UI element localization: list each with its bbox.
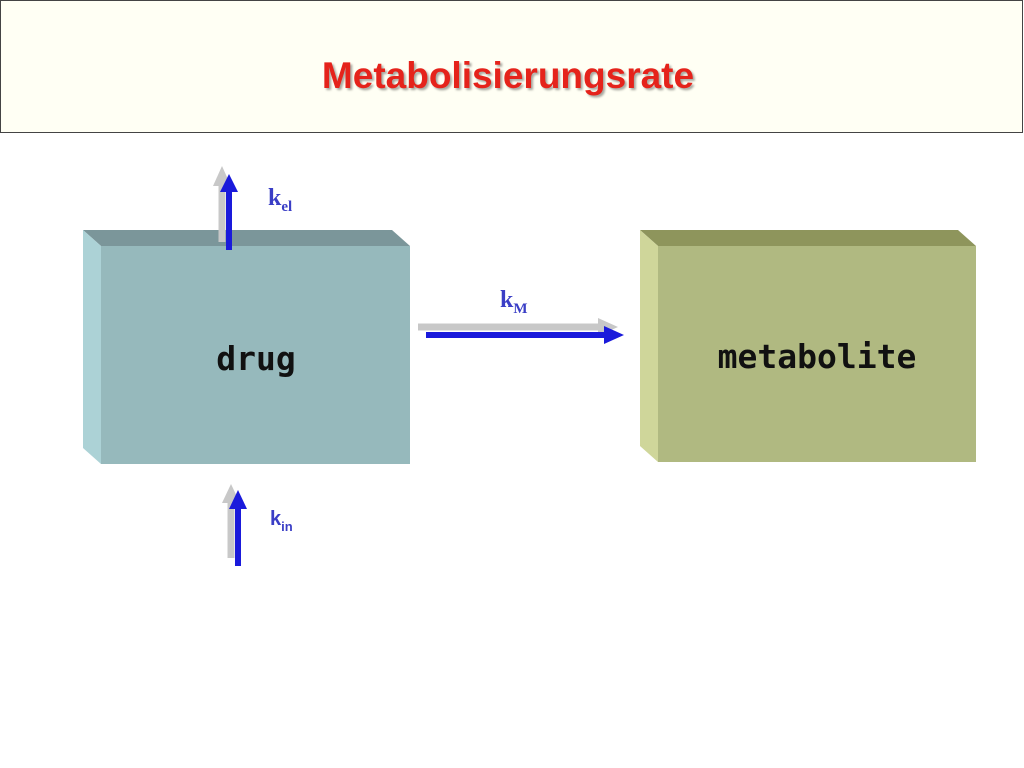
drug-box-top (83, 230, 410, 246)
title-bar: Metabolisierungsrate (0, 0, 1023, 133)
metabolite-box-side (640, 230, 658, 462)
drug-box-side (83, 230, 101, 464)
metabolite-compartment: metabolite (640, 230, 976, 462)
page-title: Metabolisierungsrate (321, 55, 695, 96)
metabolite-box-top (640, 230, 976, 246)
metabolite-box-front (658, 246, 976, 462)
k-el-arrow (213, 166, 238, 250)
k-m-arrow (418, 318, 624, 344)
drug-box-front (101, 246, 410, 464)
metabolite-label: metabolite (718, 337, 917, 376)
k-in-label: kin (270, 508, 293, 534)
k-el-label: kel (268, 185, 292, 215)
k-m-label: kM (500, 287, 528, 317)
k-in-arrow (222, 484, 247, 566)
drug-label: drug (216, 339, 295, 378)
drug-compartment: drug (83, 230, 410, 464)
